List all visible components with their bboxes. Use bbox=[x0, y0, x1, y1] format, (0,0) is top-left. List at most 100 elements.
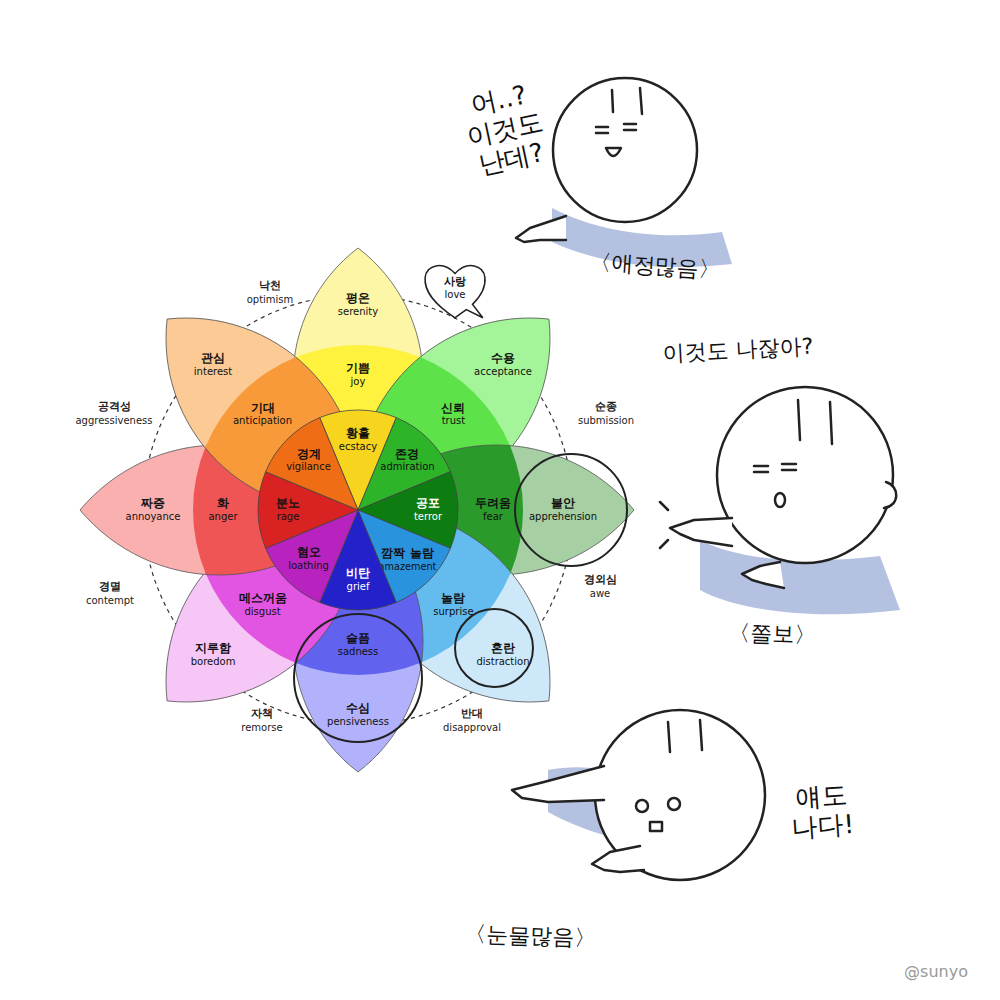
korean-name: 경계 bbox=[286, 448, 331, 462]
petal-shape bbox=[58, 210, 658, 810]
emotion-label: 수용acceptance bbox=[474, 352, 532, 377]
emotion-label: 사랑love bbox=[444, 276, 466, 300]
english-name: joy bbox=[346, 376, 370, 388]
emotion-label: 평온serenity bbox=[338, 292, 378, 317]
watermark: @sunyo bbox=[904, 963, 968, 981]
english-name: distraction bbox=[476, 656, 529, 668]
eye bbox=[636, 800, 648, 812]
pointing-hand bbox=[742, 562, 784, 588]
heart-bubble: 사랑love bbox=[421, 258, 489, 324]
dyad-english: aggressiveness bbox=[75, 415, 152, 427]
emotion-label: 경계vigilance bbox=[286, 448, 331, 473]
english-name: terror bbox=[414, 511, 442, 523]
korean-name: 신뢰 bbox=[441, 402, 465, 416]
english-name: surprise bbox=[433, 607, 473, 619]
english-name: vigilance bbox=[286, 462, 331, 474]
korean-name: 수심 bbox=[327, 702, 389, 716]
hair bbox=[798, 400, 832, 444]
korean-name: 메스꺼움 bbox=[239, 593, 287, 607]
korean-name: 깜짝 놀람 bbox=[379, 547, 437, 560]
dyad-korean: 공격성 bbox=[98, 401, 131, 414]
emotion-label: 화anger bbox=[208, 497, 237, 522]
head bbox=[553, 78, 697, 222]
emotion-label: 짜증annoyance bbox=[126, 497, 181, 522]
dyad-korean: 자책 bbox=[251, 708, 273, 721]
emotion-label: 불안apprehension bbox=[529, 497, 597, 522]
english-name: acceptance bbox=[474, 366, 532, 378]
speech-text: 얘도 나다! bbox=[787, 780, 857, 844]
inner-wedge: 경계vigilance bbox=[58, 210, 658, 810]
korean-name: 화 bbox=[208, 497, 237, 511]
dyad-korean: 경멸 bbox=[99, 581, 121, 594]
korean-name: 두려움 bbox=[475, 497, 511, 511]
english-name: disgust bbox=[239, 607, 287, 619]
dyad-english: optimism bbox=[247, 294, 294, 306]
emotion-label: 혼란distraction bbox=[476, 642, 529, 667]
english-name: rage bbox=[276, 511, 300, 523]
emotion-label: 기쁨joy bbox=[346, 362, 370, 387]
mouth bbox=[775, 493, 785, 507]
ear bbox=[884, 482, 896, 508]
speech-text: 이것도 나잖아? bbox=[662, 333, 814, 366]
dyad-korean: 순종 bbox=[595, 401, 617, 414]
korean-name: 평온 bbox=[338, 292, 378, 306]
petal bbox=[80, 445, 358, 575]
dyad-english: remorse bbox=[241, 722, 282, 734]
petal bbox=[80, 445, 358, 575]
speech-text: 어..? 이것도 난데? bbox=[455, 77, 556, 182]
pointing-hand bbox=[592, 846, 644, 872]
pointing-hand bbox=[516, 216, 566, 242]
english-name: sadness bbox=[338, 646, 379, 658]
korean-name: 존경 bbox=[380, 448, 434, 462]
heart bbox=[425, 266, 485, 318]
korean-name: 기쁨 bbox=[346, 362, 370, 376]
character-caption: 〈눈물많음〉 bbox=[464, 921, 597, 951]
english-name: anger bbox=[208, 511, 237, 523]
emotion-label: 지루함boredom bbox=[191, 642, 236, 667]
hair bbox=[668, 720, 702, 752]
hand-circle bbox=[294, 614, 422, 742]
korean-name: 혼란 bbox=[476, 642, 529, 656]
korean-name: 분노 bbox=[276, 497, 300, 511]
korean-name: 공포 bbox=[414, 497, 442, 511]
mouth bbox=[650, 822, 662, 831]
eyes bbox=[596, 124, 636, 133]
dyad-korean: 경외심 bbox=[584, 574, 617, 587]
korean-name: 놀람 bbox=[433, 593, 473, 607]
hand-circle bbox=[455, 609, 533, 687]
english-name: trust bbox=[441, 416, 465, 428]
korean-name: 짜증 bbox=[126, 497, 181, 511]
dyad-english: submission bbox=[578, 415, 634, 427]
wedge bbox=[266, 418, 358, 510]
english-name: apprehension bbox=[529, 511, 597, 523]
emotion-label: 공포terror bbox=[414, 497, 442, 522]
petal bbox=[358, 445, 634, 575]
english-name: pensiveness bbox=[327, 716, 389, 728]
korean-name: 슬픔 bbox=[338, 632, 379, 646]
korean-name: 불안 bbox=[529, 497, 597, 511]
english-name: love bbox=[444, 289, 466, 301]
english-name: anticipation bbox=[233, 416, 292, 428]
emotion-label: 관심interest bbox=[194, 352, 232, 377]
pointing-hand bbox=[512, 766, 604, 802]
dyad-korean: 반대 bbox=[461, 708, 483, 721]
mouth bbox=[606, 148, 621, 156]
korean-name: 황홀 bbox=[339, 427, 377, 441]
dyad-korean: 낙천 bbox=[259, 280, 281, 293]
character-caption: 〈쫄보〉 bbox=[728, 620, 817, 648]
english-name: loathing bbox=[288, 561, 329, 573]
hair bbox=[612, 88, 642, 114]
eye bbox=[668, 798, 680, 810]
english-name: admiration bbox=[380, 462, 434, 474]
motion-marks bbox=[660, 502, 668, 548]
korean-name: 비탄 bbox=[346, 567, 370, 581]
english-name: annoyance bbox=[126, 511, 181, 523]
english-name: amazement bbox=[379, 561, 437, 572]
emotion-label: 황홀ecstacy bbox=[339, 427, 377, 452]
pointing-hand bbox=[670, 518, 732, 546]
korean-name: 기대 bbox=[233, 402, 292, 416]
eyes bbox=[754, 464, 796, 472]
emotion-label: 두려움fear bbox=[475, 497, 511, 522]
english-name: grief bbox=[346, 581, 370, 593]
